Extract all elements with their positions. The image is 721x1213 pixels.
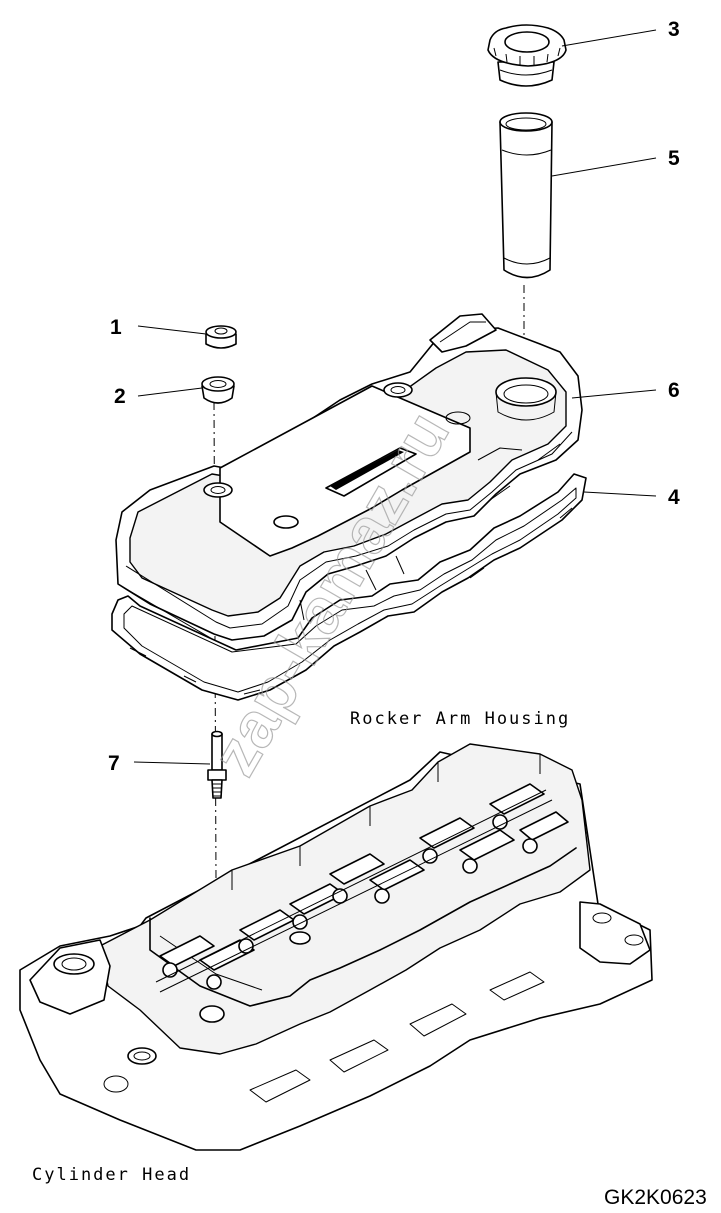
callout-6: 6 xyxy=(668,379,680,402)
valve-cover-gasket xyxy=(111,473,587,701)
oil-filler-cap xyxy=(487,24,567,87)
callout-7: 7 xyxy=(108,752,120,775)
stud-bolt xyxy=(207,730,227,799)
leader-lines xyxy=(133,29,657,765)
filler-tube xyxy=(499,112,553,279)
callout-4: 4 xyxy=(668,486,680,509)
nut xyxy=(205,325,237,349)
label-rocker-arm-housing: Rocker Arm Housing xyxy=(350,709,570,729)
drawing-id: GK2K0623 xyxy=(604,1186,707,1209)
rocker-arm-cover xyxy=(115,313,583,641)
label-cylinder-head: Cylinder Head xyxy=(32,1165,191,1185)
callout-1: 1 xyxy=(110,316,122,339)
seal-washer xyxy=(201,376,235,404)
rocker-arms xyxy=(159,783,569,1023)
callout-2: 2 xyxy=(114,385,126,408)
callout-5: 5 xyxy=(668,147,680,170)
callout-3: 3 xyxy=(668,18,680,41)
cylinder-head xyxy=(19,743,653,1151)
